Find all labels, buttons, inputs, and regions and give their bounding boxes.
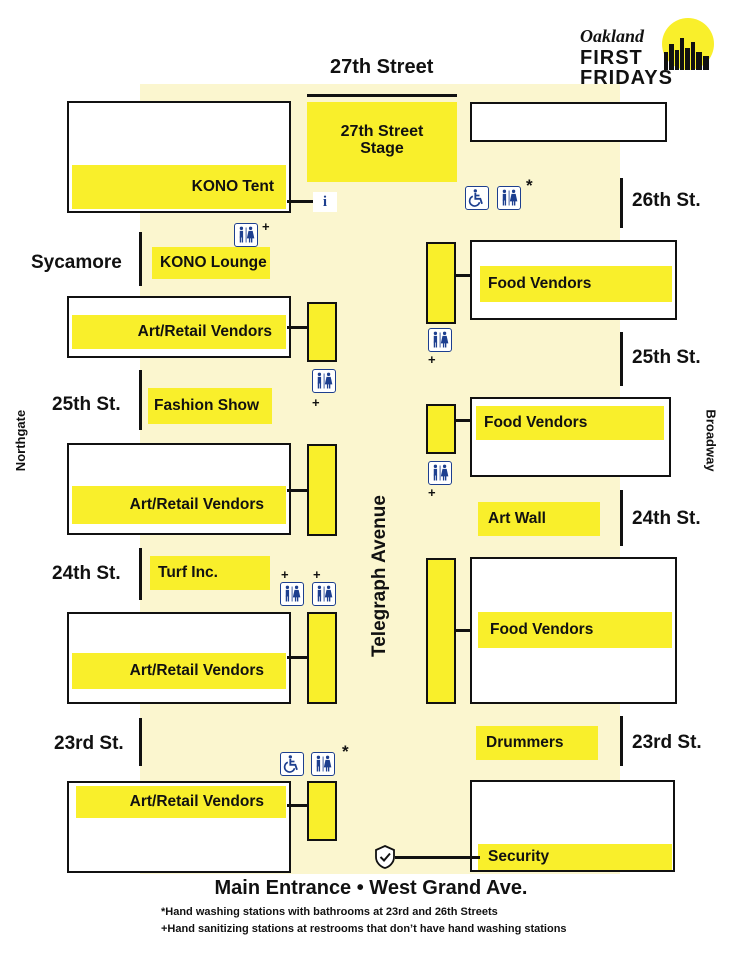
connector-food-1 xyxy=(454,274,474,277)
food-vendors-label-2: Food Vendors xyxy=(476,406,664,440)
kiosk-1 xyxy=(307,302,337,362)
side-label-broadway: Broadway xyxy=(703,409,719,472)
fashion-show-label: Fashion Show xyxy=(148,388,272,424)
street-label-23rd-right: 23rd St. xyxy=(632,732,702,753)
kiosk-2 xyxy=(307,444,337,536)
street-tick-23rd-left xyxy=(139,718,142,766)
street-tick-sycamore xyxy=(139,232,142,286)
footnote-hand-washing: *Hand washing stations with bathrooms at… xyxy=(161,906,498,918)
connector-art-1 xyxy=(287,326,309,329)
street-label-24th-right: 24th St. xyxy=(632,508,701,529)
wheelchair-icon xyxy=(465,186,489,210)
wheelchair-icon xyxy=(280,752,304,776)
asterisk-mark: * xyxy=(342,742,349,761)
street-label-telegraph: Telegraph Avenue xyxy=(369,495,390,657)
art-retail-label-4: Art/Retail Vendors xyxy=(76,786,286,818)
restroom-icon xyxy=(234,223,258,247)
kiosk-3 xyxy=(307,612,337,704)
street-tick-24th-left xyxy=(139,548,142,600)
plus-mark: + xyxy=(312,395,320,410)
skyline-logo-graphic xyxy=(662,18,714,70)
stage-label-2: Stage xyxy=(360,140,404,157)
street-label-25th-right: 25th St. xyxy=(632,347,701,368)
street-label-24th-left: 24th St. xyxy=(52,563,121,584)
plus-mark: + xyxy=(313,567,321,582)
connector-info xyxy=(287,200,315,203)
side-label-northgate: Northgate xyxy=(13,409,29,472)
restroom-icon xyxy=(311,752,335,776)
main-entrance-label: Main Entrance • West Grand Ave. xyxy=(214,877,528,899)
restroom-icon xyxy=(497,186,521,210)
security-label: Security xyxy=(478,844,672,870)
asterisk-mark: * xyxy=(526,176,533,195)
stage xyxy=(307,102,457,182)
logo-line2: FRIDAYS xyxy=(580,67,673,89)
connector-art-3 xyxy=(287,656,309,659)
info-icon: i xyxy=(313,192,337,212)
footnote-hand-sanitizing: +Hand sanitizing stations at restrooms t… xyxy=(161,923,567,935)
plus-mark: + xyxy=(281,567,289,582)
street-tick-25th-left xyxy=(139,370,142,430)
restroom-icon xyxy=(428,328,452,352)
connector-food-3 xyxy=(454,629,474,632)
connector-food-2 xyxy=(454,419,474,422)
plus-mark: + xyxy=(428,485,436,500)
stage-label-1: 27th Street xyxy=(340,123,424,140)
street-tick-26th xyxy=(620,178,623,228)
block-top-right xyxy=(470,102,667,142)
plus-mark: + xyxy=(428,352,436,367)
kono-tent-label: KONO Tent xyxy=(72,165,286,209)
restroom-icon xyxy=(312,582,336,606)
art-retail-label-3: Art/Retail Vendors xyxy=(72,653,286,689)
logo-line1: FIRST xyxy=(580,47,643,69)
art-retail-label-1: Art/Retail Vendors xyxy=(72,315,286,349)
food-vendors-label-1: Food Vendors xyxy=(480,266,672,302)
logo-script: Oakland xyxy=(580,26,645,46)
food-vendors-label-3: Food Vendors xyxy=(478,612,672,648)
plus-mark: + xyxy=(262,219,270,234)
street-tick-25th-right xyxy=(620,332,623,386)
shield-icon xyxy=(375,845,395,869)
kiosk-4 xyxy=(307,781,337,841)
street-label-26th: 26th St. xyxy=(632,190,701,211)
turf-inc-label: Turf Inc. xyxy=(150,556,270,590)
street-tick-23rd-right xyxy=(620,716,623,766)
kono-lounge-label: KONO Lounge xyxy=(152,247,270,279)
restroom-icon xyxy=(428,461,452,485)
drummers-label: Drummers xyxy=(476,726,598,760)
street-label-sycamore: Sycamore xyxy=(31,252,122,273)
street-label-23rd-left: 23rd St. xyxy=(54,733,124,754)
connector-security xyxy=(395,856,480,859)
logo: Oakland FIRST FRIDAYS xyxy=(568,14,718,94)
kiosk-7 xyxy=(426,558,456,704)
kiosk-6 xyxy=(426,404,456,454)
connector-art-2 xyxy=(287,489,309,492)
restroom-icon xyxy=(312,369,336,393)
connector-art-4 xyxy=(287,804,309,807)
street-label-25th-left: 25th St. xyxy=(52,394,121,415)
street-tick-24th-right xyxy=(620,490,623,546)
street-label-27th: 27th Street xyxy=(330,56,434,78)
art-wall-label: Art Wall xyxy=(478,502,600,536)
art-retail-label-2: Art/Retail Vendors xyxy=(72,486,286,524)
restroom-icon xyxy=(280,582,304,606)
kiosk-5 xyxy=(426,242,456,324)
divider-27th xyxy=(307,94,457,97)
